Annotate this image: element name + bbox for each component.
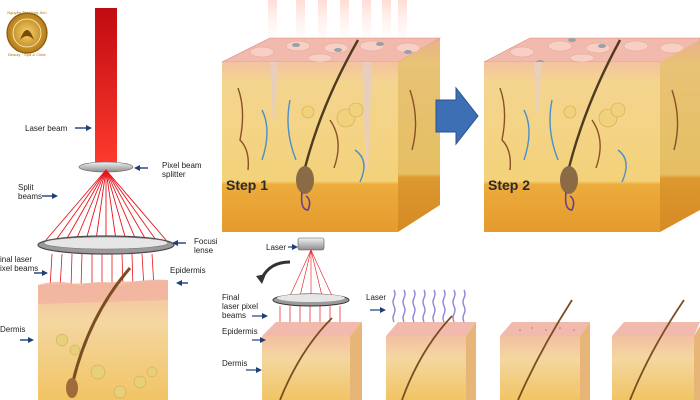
svg-text:Final: Final bbox=[222, 293, 240, 302]
svg-text:Pixel beam: Pixel beam bbox=[162, 161, 202, 170]
left-panel: Laser beam Pixel beam splitter Split bea… bbox=[0, 8, 218, 400]
bottom-sequence: Laser Final laser pixel beams Epidermis … bbox=[222, 237, 700, 400]
svg-text:splitter: splitter bbox=[162, 170, 186, 179]
laser-pixel-waves bbox=[392, 289, 466, 323]
svg-text:laser pixel: laser pixel bbox=[222, 302, 258, 311]
logo-line1: Nguyễn Thị Hồng Ánh bbox=[7, 10, 46, 15]
svg-text:beams: beams bbox=[222, 311, 246, 320]
label-split-beams: Split beams bbox=[18, 183, 58, 201]
svg-text:Epidermis: Epidermis bbox=[170, 266, 206, 275]
skin-block-1 bbox=[262, 317, 362, 400]
svg-text:Laser beam: Laser beam bbox=[25, 124, 68, 133]
step1-laser-rays bbox=[268, 0, 407, 52]
label-laser-side: Laser bbox=[366, 293, 386, 313]
skin-block-2 bbox=[386, 289, 476, 400]
fat-cells bbox=[55, 333, 158, 399]
laser-beam bbox=[95, 8, 117, 166]
split-beams bbox=[45, 169, 167, 241]
brand-logo: Nguyễn Thị Hồng Ánh Beauty · Spa & Clini… bbox=[6, 10, 48, 57]
label-dermis-left: Dermis bbox=[0, 325, 34, 343]
step1-illustration: Step 1 bbox=[221, 0, 442, 232]
svg-text:lense: lense bbox=[194, 246, 214, 255]
svg-text:Epidermis: Epidermis bbox=[222, 327, 258, 336]
step1-label: Step 1 bbox=[226, 177, 268, 193]
label-pixel-beam-splitter: Pixel beam splitter bbox=[134, 161, 202, 179]
svg-text:inal laser: inal laser bbox=[0, 255, 32, 264]
next-step-arrow-icon bbox=[435, 86, 479, 146]
skin-section bbox=[38, 280, 168, 400]
svg-text:Laser: Laser bbox=[366, 293, 386, 302]
label-dermis-bottom: Dermis bbox=[222, 359, 262, 373]
svg-text:Laser: Laser bbox=[266, 243, 286, 252]
step2-label: Step 2 bbox=[488, 177, 530, 193]
label-laser-beam: Laser beam bbox=[25, 124, 92, 133]
label-laser-bottom: Laser bbox=[266, 243, 298, 252]
svg-text:Dermis: Dermis bbox=[222, 359, 247, 368]
rotation-arrow-icon bbox=[260, 260, 291, 279]
label-epidermis-bottom: Epidermis bbox=[222, 327, 266, 343]
skin-block-4 bbox=[612, 299, 700, 400]
logo-emblem-icon bbox=[20, 30, 34, 40]
skin-block-3 bbox=[500, 299, 590, 400]
laser-head bbox=[297, 237, 325, 251]
logo-line2: Beauty · Spa & Clinic bbox=[8, 52, 46, 57]
label-final-laser-beams: inal laser ixel beams bbox=[0, 255, 48, 276]
step1-laser-channels bbox=[270, 62, 372, 170]
label-final-laser-pixel-beams: Final laser pixel beams bbox=[222, 293, 268, 320]
svg-text:ixel beams: ixel beams bbox=[0, 264, 38, 273]
label-focusing-lens: Focusi lense bbox=[172, 237, 218, 255]
svg-text:Split: Split bbox=[18, 183, 34, 192]
label-epidermis-left: Epidermis bbox=[170, 266, 206, 286]
svg-text:beams: beams bbox=[18, 192, 42, 201]
svg-text:Dermis: Dermis bbox=[0, 325, 25, 334]
step2-illustration: Step 2 bbox=[483, 37, 700, 232]
step1-vessels bbox=[237, 87, 417, 183]
svg-text:Focusi: Focusi bbox=[194, 237, 218, 246]
